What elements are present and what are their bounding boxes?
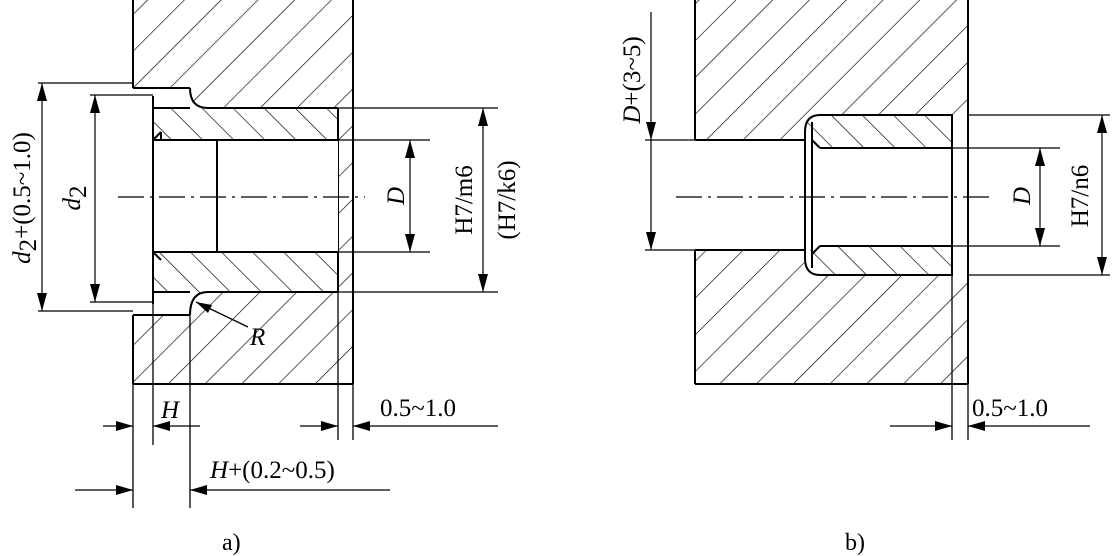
R-label: R — [249, 324, 265, 351]
H-label: H — [160, 397, 181, 424]
d2-label: d2 — [59, 186, 92, 211]
fit-alt-label-a: (H7/k6) — [494, 160, 521, 239]
d2-plus-tolerance-label: d2+(0.5~1.0) — [9, 132, 42, 264]
fit-label-a: H7/m6 — [451, 165, 478, 234]
svg-text:d2+(0.5~1.0): d2+(0.5~1.0) — [9, 132, 42, 264]
fit-label-b: H7/n6 — [1067, 165, 1094, 228]
D-plus-label: D+(3~5) — [619, 36, 646, 124]
caption-a: a) — [222, 530, 241, 556]
caption-b: b) — [845, 530, 865, 556]
clearance-label-b: 0.5~1.0 — [972, 395, 1048, 422]
H-plus-label: H+(0.2~0.5) — [209, 457, 335, 484]
svg-text:D+(3~5): D+(3~5) — [619, 36, 646, 124]
figure-a: d2+(0.5~1.0) d2 D H7/m6 (H7/k6) R H 0.5~… — [9, 0, 521, 556]
clearance-label-a: 0.5~1.0 — [380, 395, 456, 422]
housing-b — [695, 0, 968, 384]
D-label-a: D — [383, 187, 410, 206]
figure-b: D+(3~5) D H7/n6 0.5~1.0 b) — [619, 0, 1110, 556]
svg-text:d2: d2 — [59, 186, 92, 211]
D-label-b: D — [1009, 187, 1036, 206]
housing-a — [133, 0, 353, 384]
